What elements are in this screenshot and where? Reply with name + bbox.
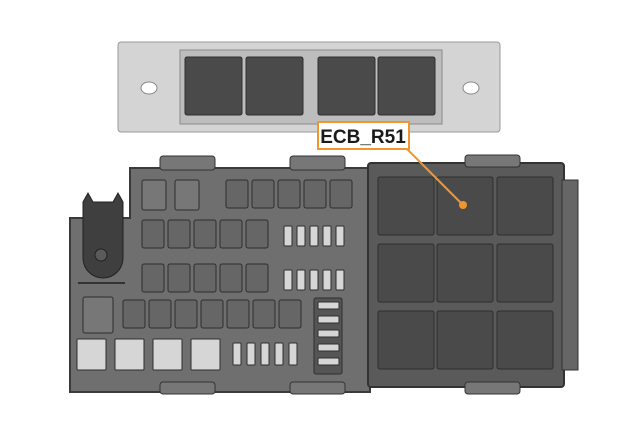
- small-relay: [141, 263, 165, 293]
- mini-fuse: [317, 343, 340, 352]
- small-relay: [225, 179, 249, 209]
- mini-fuse: [283, 269, 293, 291]
- relay-socket: [82, 296, 114, 334]
- callout-target-dot: [459, 201, 467, 209]
- mini-fuse: [274, 342, 284, 366]
- small-relay: [167, 219, 191, 249]
- large-relay: [496, 310, 554, 370]
- connector-relay: [184, 56, 243, 116]
- mini-fuse: [317, 329, 340, 338]
- mounting-tab: [82, 191, 124, 279]
- connector-relay: [317, 56, 376, 116]
- mini-fuse: [309, 269, 319, 291]
- small-relay: [277, 179, 301, 209]
- small-relay: [174, 299, 198, 329]
- small-relay: [226, 299, 250, 329]
- large-relay: [496, 243, 554, 303]
- mini-fuse: [335, 225, 345, 247]
- mini-fuse: [317, 357, 340, 366]
- mini-fuse: [283, 225, 293, 247]
- large-relay: [377, 243, 435, 303]
- small-relay: [251, 179, 275, 209]
- large-relay: [436, 310, 494, 370]
- small-relay: [245, 219, 269, 249]
- small-relay: [252, 299, 276, 329]
- mini-fuse: [232, 342, 242, 366]
- callout-ecb-r51: ECB_R51: [317, 121, 467, 209]
- callout-leader-line: [405, 147, 464, 206]
- mini-fuse: [335, 269, 345, 291]
- small-relay: [245, 263, 269, 293]
- relay-socket: [174, 179, 200, 211]
- mini-fuse: [322, 269, 332, 291]
- small-relay: [200, 299, 224, 329]
- mini-fuse: [288, 342, 298, 366]
- large-relay: [436, 243, 494, 303]
- mini-fuse: [260, 342, 270, 366]
- maxi-fuse: [152, 338, 183, 371]
- mini-fuse: [246, 342, 256, 366]
- small-relay: [303, 179, 327, 209]
- mini-fuse: [309, 225, 319, 247]
- mini-fuse: [317, 301, 340, 310]
- small-relay: [219, 263, 243, 293]
- large-relay: [377, 176, 435, 236]
- small-relay: [219, 219, 243, 249]
- mini-fuse: [317, 315, 340, 324]
- mounting-hole: [462, 81, 480, 95]
- mini-fuse: [296, 225, 306, 247]
- relay-socket: [141, 179, 167, 211]
- top-connector: [117, 41, 501, 133]
- small-relay: [167, 263, 191, 293]
- main-housing: [69, 154, 579, 395]
- callout-box: [317, 121, 410, 150]
- small-relay: [141, 219, 165, 249]
- maxi-fuse: [114, 338, 145, 371]
- small-relay: [278, 299, 302, 329]
- large-relay: [377, 310, 435, 370]
- large-relay: [496, 176, 554, 236]
- maxi-fuse: [76, 338, 107, 371]
- connector-relay: [377, 56, 436, 116]
- small-relay: [122, 299, 146, 329]
- connector-relay: [245, 56, 304, 116]
- small-relay: [193, 219, 217, 249]
- mounting-hole: [140, 81, 158, 95]
- mini-fuse: [296, 269, 306, 291]
- callout-label: ECB_R51: [320, 127, 406, 148]
- mini-fuse: [322, 225, 332, 247]
- maxi-fuse: [190, 338, 221, 371]
- small-relay: [193, 263, 217, 293]
- small-relay: [329, 179, 353, 209]
- small-relay: [148, 299, 172, 329]
